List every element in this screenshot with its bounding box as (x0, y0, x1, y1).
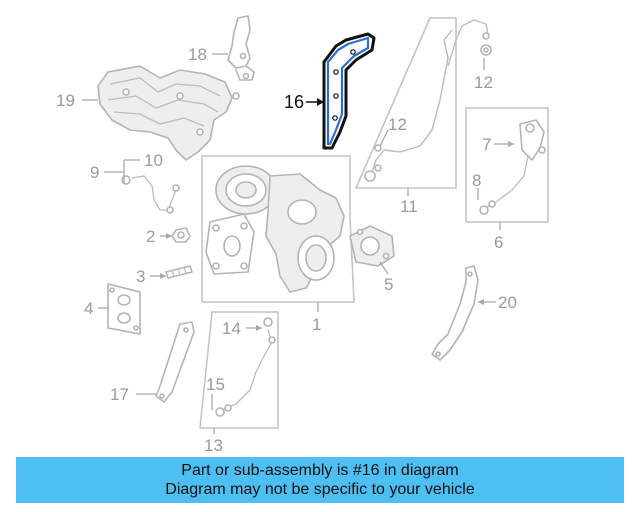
info-banner: Part or sub-assembly is #16 in diagram D… (16, 457, 624, 503)
part-17-bracket (155, 321, 195, 403)
leader-2-arrow (166, 233, 172, 239)
part-4-gasket (107, 283, 141, 335)
callout-11: 11 (400, 197, 418, 216)
callout-9: 9 (90, 163, 99, 182)
part-1-turbocharger (205, 165, 345, 293)
leader-10 (104, 159, 140, 184)
leader-16-arrow (317, 98, 324, 106)
part-11-oil-line (364, 29, 453, 182)
part-20-bracket (431, 265, 479, 361)
part-12-pipe-top (447, 19, 492, 67)
callout-18: 18 (188, 45, 207, 64)
callout-17: 17 (110, 385, 129, 404)
box-6 (465, 107, 549, 223)
banner-line-2: Diagram may not be specific to your vehi… (165, 481, 475, 498)
leader-20-arrow (478, 299, 484, 305)
callout-5: 5 (384, 275, 393, 294)
part-3-stud (165, 265, 193, 279)
parts-diagram: 19 18 16 12 11 12 (56, 15, 549, 455)
part-16-bracket-highlighted (322, 32, 376, 150)
banner-line-1: Part or sub-assembly is #16 in diagram (181, 462, 459, 479)
part-6-return-line (479, 119, 546, 215)
box-1 (201, 155, 355, 303)
callout-14: 14 (222, 319, 241, 338)
callout-3: 3 (136, 267, 145, 286)
leader-5 (379, 261, 389, 275)
callout-12a: 12 (388, 115, 407, 134)
leader-14-arrow (256, 325, 262, 331)
callout-6: 6 (494, 233, 503, 252)
callout-2: 2 (146, 227, 155, 246)
part-18-bracket (227, 15, 255, 81)
callout-7: 7 (482, 135, 491, 154)
callout-13: 13 (204, 436, 223, 455)
part-19-heat-shield (97, 65, 240, 161)
box-13 (199, 311, 279, 429)
callout-4: 4 (84, 299, 93, 318)
part-13-coolant-line (215, 317, 276, 417)
callout-12b: 12 (474, 73, 493, 92)
leader-3-arrow (160, 273, 166, 279)
callout-19: 19 (56, 91, 75, 110)
leader-12a (379, 129, 389, 147)
callout-1: 1 (312, 315, 321, 334)
callout-10: 10 (144, 151, 163, 170)
callout-8: 8 (472, 171, 481, 190)
part-9-10-vacuum-hose (121, 175, 180, 214)
part-2-nut (171, 227, 191, 243)
leader-7-arrow (508, 141, 514, 147)
callout-16: 16 (284, 92, 304, 112)
callout-20: 20 (498, 293, 517, 312)
box-11 (354, 17, 457, 189)
part-5-actuator (349, 225, 395, 267)
callout-15: 15 (206, 375, 225, 394)
